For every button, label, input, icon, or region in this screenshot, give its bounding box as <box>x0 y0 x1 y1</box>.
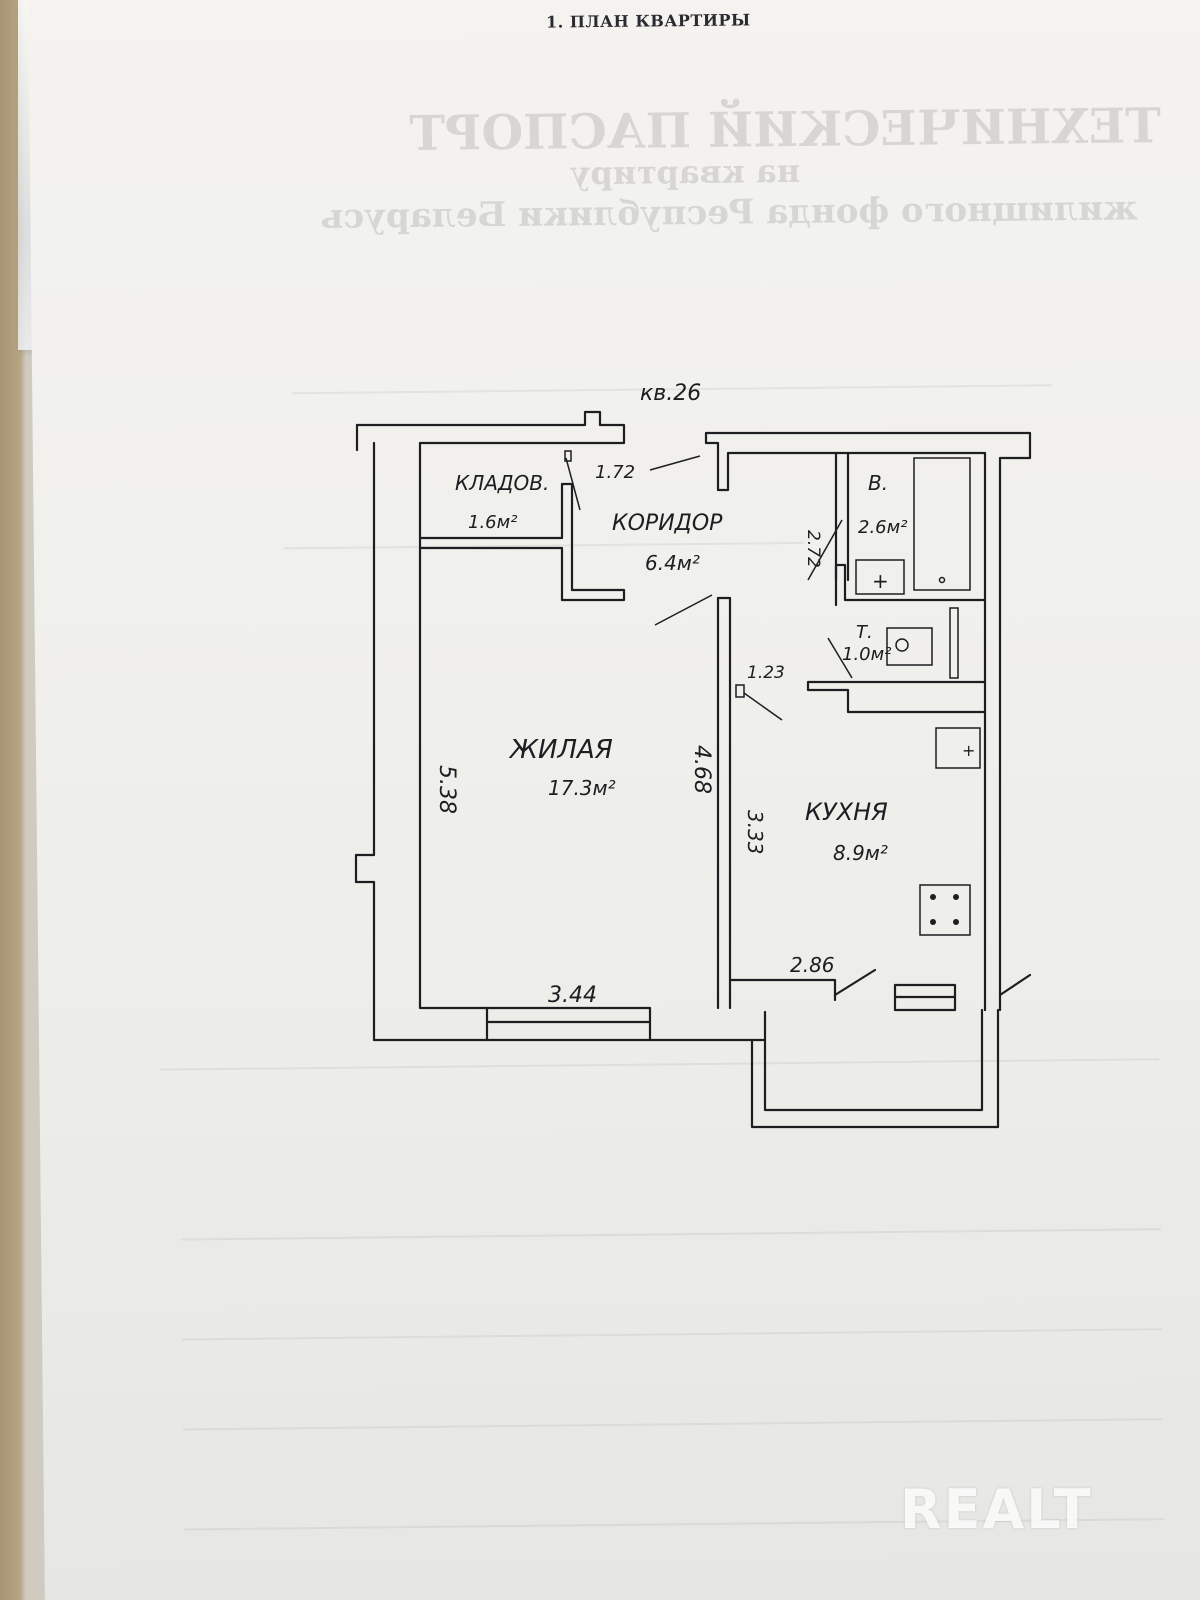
living-name: ЖИЛАЯ <box>508 735 613 765</box>
wall-balcony-inner <box>763 1008 984 1112</box>
dim-living-right: 4.68 <box>689 745 714 794</box>
wall-bath <box>834 451 850 582</box>
toilet-door-leaf <box>827 637 853 679</box>
stove-burner-icon <box>953 919 959 925</box>
dim-corridor-door: 1.23 <box>747 663 785 683</box>
corridor-name: КОРИДОР <box>612 511 723 536</box>
stove <box>919 884 971 936</box>
stove-burner-icon <box>930 894 936 900</box>
stove-burner-icon <box>930 919 936 925</box>
toilet-area: 1.0м² <box>842 644 891 665</box>
storage-door-leaf <box>565 457 581 511</box>
kitchen-door-hinge <box>735 684 745 698</box>
living-door-leaf <box>654 594 713 626</box>
dim-storage-height: 1.72 <box>595 462 635 483</box>
kitchen-name: КУХНЯ <box>805 798 888 826</box>
kitchen-door-leaf <box>743 692 783 721</box>
wall-stub <box>998 973 1032 997</box>
toilet-wall-strip <box>949 607 959 679</box>
wall-top-left <box>355 410 626 1010</box>
wall-living-kitchen <box>716 596 837 1010</box>
dim-living-left: 5.38 <box>434 765 459 814</box>
corridor-area: 6.4м² <box>645 551 700 575</box>
balcony-door-leaf <box>833 968 877 997</box>
toilet-bowl-icon <box>895 638 909 652</box>
bathtub <box>913 457 971 591</box>
kitchen-sink <box>935 727 981 769</box>
bathtub-drain <box>938 576 946 584</box>
wall-outer-left <box>354 441 489 1042</box>
window-kitchen <box>893 983 957 1012</box>
stove-burner-icon <box>953 894 959 900</box>
wall-balcony-outer <box>648 1008 1000 1129</box>
storage-area: 1.6м² <box>468 512 517 533</box>
bath-door-leaf <box>807 519 843 581</box>
wall-toilet-bottom <box>806 680 987 714</box>
wall-storage <box>418 482 626 602</box>
apartment-number: кв.26 <box>640 381 701 406</box>
living-area: 17.3м² <box>548 776 616 800</box>
dim-bath-height: 2.72 <box>803 530 823 568</box>
bath-name: В. <box>868 471 888 495</box>
toilet-name: Т. <box>856 622 873 643</box>
dim-living-bottom: 3.44 <box>548 983 597 1008</box>
bath-area: 2.6м² <box>858 517 907 538</box>
wall-top-right <box>704 431 1032 1012</box>
kitchen-area: 8.9м² <box>833 841 888 865</box>
kitchen-sink-plus-icon: + <box>962 741 975 760</box>
window-living <box>485 1006 652 1042</box>
entry-door-leaf <box>649 455 701 471</box>
wall-bath-toilet <box>834 563 987 607</box>
dim-kitchen-bottom: 2.86 <box>790 953 835 977</box>
toilet-tank <box>886 627 933 666</box>
storage-name: КЛАДОВ. <box>455 471 549 495</box>
storage-door-hinge <box>564 450 572 462</box>
realt-watermark-logo: REALT <box>900 1478 1093 1541</box>
bath-sink <box>855 559 905 595</box>
dim-kitchen-left: 3.33 <box>743 810 767 855</box>
sink-plus-icon: + <box>872 569 889 593</box>
